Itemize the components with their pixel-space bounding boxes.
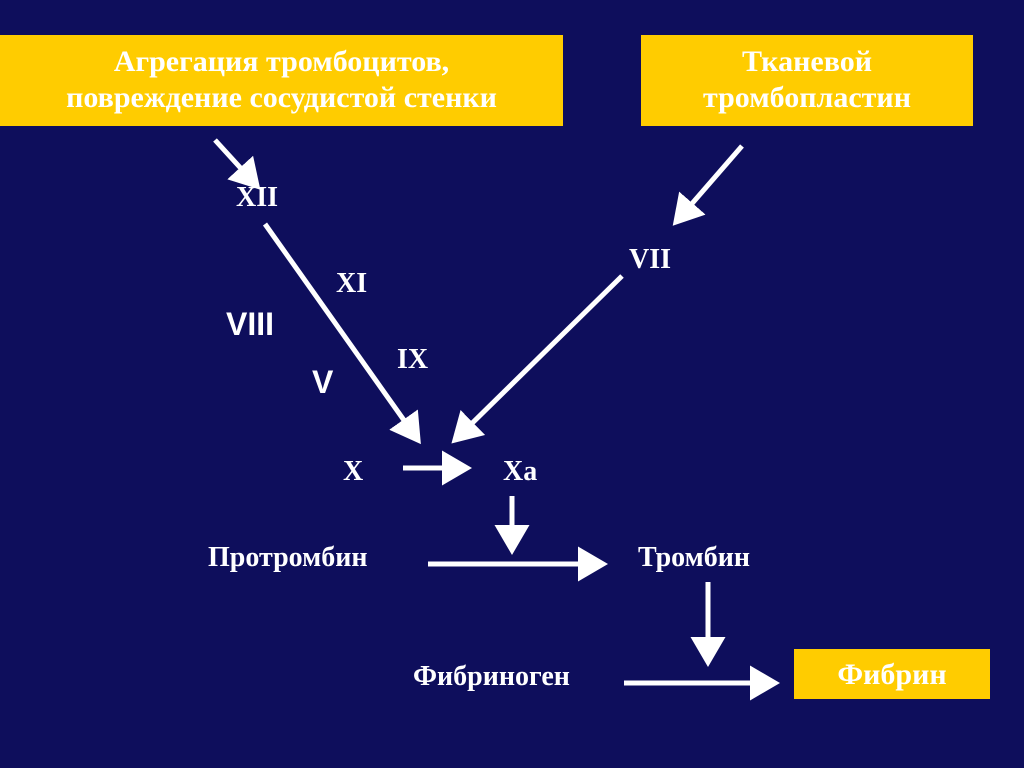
factor-x-label: X bbox=[343, 456, 364, 487]
tissue-thromboplastin-line2: тромбопластин bbox=[703, 81, 911, 114]
factor-xa-label: Xa bbox=[503, 456, 538, 487]
arrow-thromboplastin-to-vii bbox=[672, 144, 744, 226]
fibrin-box: Фибрин bbox=[794, 649, 990, 699]
fibrinogen-label: Фибриноген bbox=[413, 661, 570, 692]
arrow-intrinsic-to-x bbox=[262, 222, 421, 445]
tissue-thromboplastin-line1: Тканевой bbox=[742, 45, 872, 78]
factor-v-label: V bbox=[312, 364, 334, 400]
arrow-extrinsic-to-x bbox=[451, 274, 624, 444]
factor-ix-label: IX bbox=[397, 344, 429, 375]
prothrombin-label: Протромбин bbox=[208, 542, 368, 573]
fibrin-label: Фибрин bbox=[837, 658, 947, 691]
platelet-aggregation-line2: повреждение сосудистой стенки bbox=[66, 81, 497, 114]
platelet-aggregation-line1: Агрегация тромбоцитов, bbox=[113, 45, 450, 78]
factor-vii-label: VII bbox=[629, 244, 672, 275]
arrow-aggregation-to-xii bbox=[213, 138, 261, 190]
thrombin-label: Тромбин bbox=[638, 542, 750, 573]
factor-viii-label: VIII bbox=[226, 306, 275, 342]
platelet-aggregation-box: Агрегация тромбоцитов, повреждение сосуд… bbox=[0, 35, 563, 126]
factor-xi-label: XI bbox=[336, 268, 368, 299]
tissue-thromboplastin-box: Тканевой тромбопластин bbox=[641, 35, 973, 126]
